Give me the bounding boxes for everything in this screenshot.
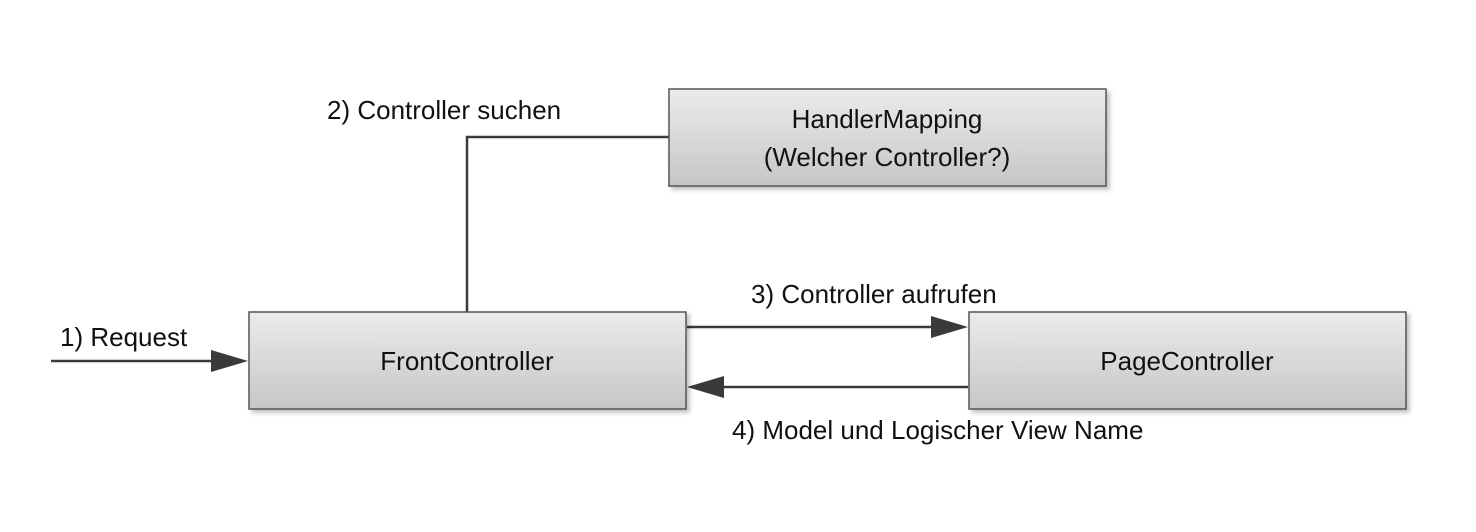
connectors: [51, 135, 968, 389]
controller-suchen-line: [465, 135, 669, 312]
model-view-label: 4) Model und Logischer View Name: [732, 415, 1143, 445]
page-controller-label: PageController: [1100, 346, 1274, 376]
model-view-arrowhead: [687, 376, 724, 398]
front-controller-label: FrontController: [380, 346, 554, 376]
controller-aufrufen-label: 3) Controller aufrufen: [751, 279, 997, 309]
page-controller-box: PageController: [968, 311, 1407, 410]
front-controller-box: FrontController: [248, 311, 687, 410]
controller-aufrufen-arrowhead: [931, 316, 968, 338]
controller-suchen-label: 2) Controller suchen: [327, 95, 561, 125]
request-label: 1) Request: [60, 322, 188, 352]
handler-mapping-title: HandlerMapping: [792, 104, 983, 134]
handler-mapping-box: HandlerMapping (Welcher Controller?): [668, 88, 1107, 187]
request-arrowhead: [211, 350, 248, 372]
arrowheads: [211, 316, 968, 398]
handler-mapping-subtitle: (Welcher Controller?): [764, 142, 1011, 172]
